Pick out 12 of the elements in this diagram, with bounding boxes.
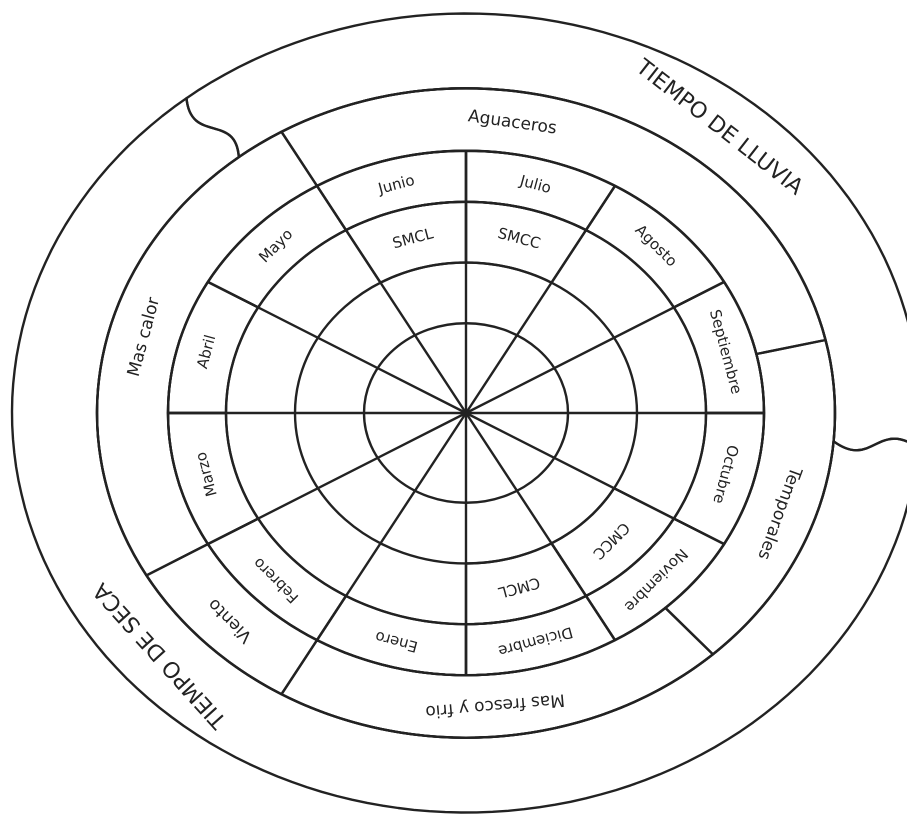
cell-label: SMCC — [496, 224, 542, 253]
month-label: Enero — [373, 627, 420, 656]
month-label: Marzo — [192, 450, 221, 499]
cell-label: CMCL — [496, 574, 542, 602]
season-label: Mas calor — [124, 295, 164, 379]
season-label: Aguaceros — [466, 106, 558, 139]
month-label: Junio — [376, 170, 416, 198]
month-label: Julio — [518, 172, 554, 198]
month-label: Abril — [193, 332, 220, 371]
cell-label: SMCL — [390, 224, 436, 252]
month-label: Octubre — [709, 442, 742, 506]
season-label: Mas fresco y frio — [424, 689, 566, 722]
